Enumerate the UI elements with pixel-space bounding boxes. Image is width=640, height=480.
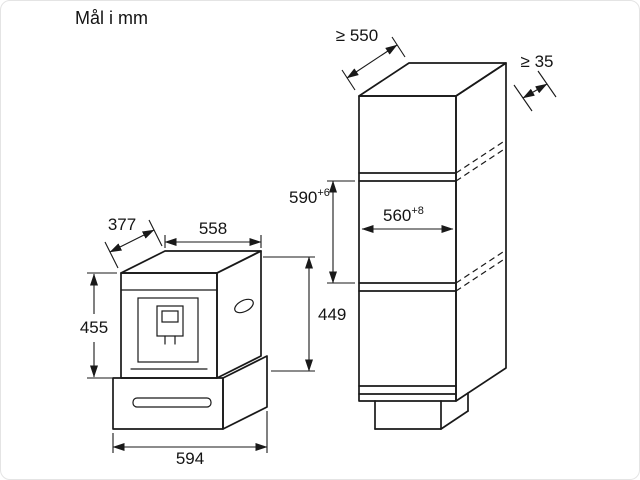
cabinet-front-face: [358, 95, 457, 402]
dimension-cabinet-depth: ≥ 550: [336, 26, 406, 91]
cabinet-right-face: [455, 62, 507, 402]
extension-line: [148, 219, 163, 247]
appliance-base-width-label: 594: [176, 449, 204, 468]
upper-shelf-hidden-line: [455, 139, 507, 174]
niche-height-tolerance: +6: [317, 187, 330, 199]
plinth-side-bottom-edge: [440, 410, 469, 430]
drawer-right-face: [222, 355, 268, 430]
appliance-width-label: 558: [199, 219, 227, 238]
cabinet-depth-label: ≥ 550: [336, 26, 378, 45]
niche-height-value: 590: [289, 188, 317, 207]
lower-shelf-hidden-line: [455, 249, 507, 284]
upper-shelf-hidden-line: [455, 147, 507, 182]
dimension-niche-width: 560+8: [361, 205, 454, 233]
dimension-line: [346, 44, 398, 79]
rear-clearance-label: ≥ 35: [521, 52, 554, 71]
extension-line: [391, 36, 406, 58]
appliance-depth-label: 377: [108, 215, 136, 234]
side-grip-oval: [234, 298, 254, 314]
drawer-drawing: [112, 355, 268, 430]
dimension-appliance-right-height: 449: [263, 256, 346, 372]
cabinet-top-face: [358, 62, 507, 97]
dimension-niche-height: 590+6: [289, 180, 355, 284]
niche-width-value: 560: [383, 206, 411, 225]
coffee-spout: [156, 305, 184, 337]
niche-width-tolerance: +8: [411, 205, 424, 217]
dimension-appliance-height: 455: [80, 272, 117, 379]
niche-width-label: 560+8: [383, 205, 424, 225]
dimension-line: [109, 229, 155, 253]
appliance-door: [137, 297, 199, 363]
appliance-right-height-label: 449: [318, 305, 346, 324]
appliance-drawing: [120, 250, 262, 379]
niche-height-label: 590+6: [289, 187, 330, 207]
dimension-line: [522, 83, 548, 99]
dimension-appliance-depth: 377: [104, 215, 163, 269]
appliance-height-label: 455: [80, 318, 108, 337]
lower-shelf-hidden-line: [455, 257, 507, 292]
page-title: Mål i mm: [75, 8, 148, 28]
dimension-rear-clearance: ≥ 35: [513, 52, 557, 112]
dimension-appliance-base-width: 594: [112, 411, 268, 468]
drawer-handle: [132, 397, 212, 408]
dimension-appliance-width: 558: [164, 219, 262, 248]
extension-line: [104, 241, 119, 269]
drawer-front-face: [112, 377, 224, 430]
extension-line: [341, 69, 356, 91]
appliance-right-face: [216, 250, 262, 379]
coffee-spout-inner: [161, 310, 179, 323]
cabinet-drawing: [358, 62, 507, 430]
